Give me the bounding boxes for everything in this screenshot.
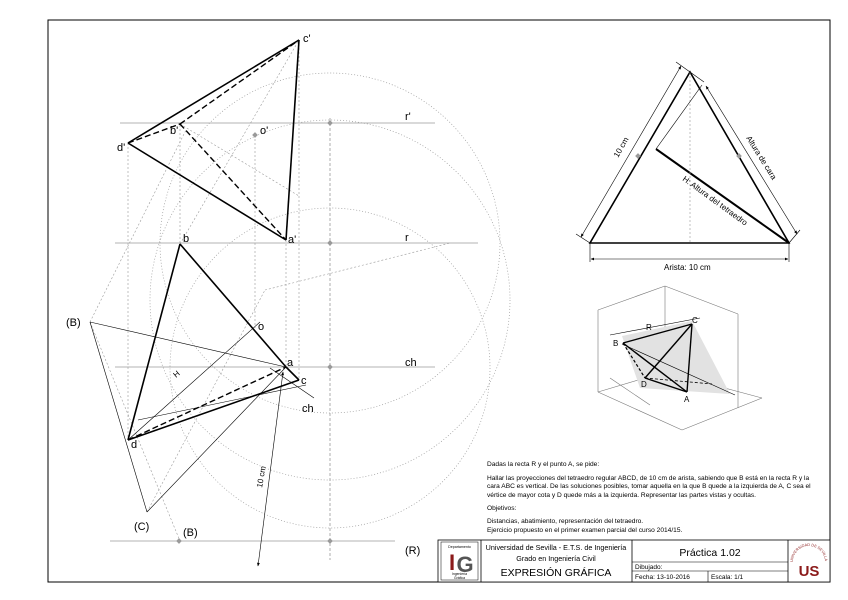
label-o-prime: o' — [260, 125, 268, 137]
label-a: a — [287, 357, 294, 369]
department-logo: Departamento I G Ingeniería Gráfica — [440, 541, 479, 581]
svg-text:I: I — [449, 550, 455, 575]
iso-label-B: B — [613, 339, 618, 348]
label-edge-10cm: 10 cm — [612, 135, 631, 159]
hidden-edge-b-c-prime — [179, 39, 300, 125]
edge-a-c — [285, 366, 300, 381]
svg-text:G: G — [456, 552, 473, 577]
edge-d-c-prime — [127, 39, 300, 144]
statement-task: Hallar las proyecciones del tetraedro re… — [487, 474, 811, 499]
edge-b-d — [127, 243, 181, 441]
university-name: Universidad de Sevilla - E.T.S. de Ingen… — [486, 543, 627, 552]
iso-label-A: A — [684, 395, 690, 404]
edge-d-c — [127, 379, 300, 441]
label-ch-slanted: ch — [302, 403, 314, 415]
label-d: d — [131, 439, 137, 451]
face-height-detail: 10 cm Altura de cara H: Altura del tetra… — [575, 61, 801, 272]
abatement-edge — [89, 321, 148, 513]
practice-title: Práctica 1.02 — [679, 547, 740, 559]
label-d-prime: d' — [117, 142, 125, 154]
dimension-10cm — [256, 371, 285, 567]
label-ch: ch — [405, 357, 417, 369]
scale-label: Escala: 1/1 — [711, 574, 744, 581]
title-block: Departamento I G Ingeniería Gráfica Univ… — [437, 539, 831, 583]
abatement-edge — [89, 321, 287, 368]
iso-label-R: R — [646, 323, 652, 332]
label-o: o — [258, 321, 264, 333]
label-10cm: 10 cm — [255, 465, 268, 488]
label-a-prime: a' — [288, 234, 296, 246]
main-projection-drawing: c' b' o' d' a' r' r b o a c ch ch d (B) … — [66, 33, 511, 567]
abatement-edge — [146, 366, 287, 513]
label-c: c — [301, 375, 307, 387]
iso-label-C: C — [692, 316, 698, 325]
label-B-abatido-2: (B) — [183, 527, 198, 539]
isometric-view: B R C D A — [597, 285, 763, 431]
label-b-prime: b' — [170, 125, 178, 137]
us-letters: US — [799, 563, 820, 580]
dept-line1: Departamento — [448, 545, 471, 549]
objectives-title: Objetivos: — [487, 505, 517, 513]
label-r-prime: r' — [405, 111, 411, 123]
label-b: b — [183, 233, 189, 245]
label-B-abatido: (B) — [66, 317, 81, 329]
label-H: H — [172, 369, 182, 380]
dept-line2: Ingeniería — [452, 572, 467, 576]
hidden-edge-d-a — [127, 366, 287, 441]
hidden-edge-d-b-prime — [127, 123, 181, 144]
objectives-line2: Ejercicio propuesto en el primer examen … — [487, 526, 683, 534]
dept-line3: Gráfica — [454, 576, 465, 580]
construction-arc — [159, 72, 501, 414]
label-R: (R) — [405, 545, 420, 557]
hidden-edge-b-a-prime — [179, 123, 287, 241]
drawn-by-label: Dibujado: — [635, 564, 663, 571]
edge-a-d-prime — [127, 142, 287, 241]
edge-b-a — [179, 243, 287, 368]
problem-statement: Dadas la recta R y el punto A, se pide: … — [487, 461, 823, 535]
subject-name: EXPRESIÓN GRÁFICA — [501, 566, 612, 579]
iso-label-D: D — [641, 380, 647, 389]
edge-c-a-prime — [285, 39, 300, 241]
label-c-prime: c' — [303, 33, 311, 45]
objectives-line1: Distancias, abatimiento, representación … — [487, 517, 644, 525]
degree-name: Grado en Ingeniería Civil — [516, 554, 596, 563]
height-line — [127, 321, 261, 441]
label-tetra-height: H: Altura del tetraedro — [681, 174, 750, 227]
date-label: Fecha: 13-10-2016 — [635, 574, 690, 581]
label-C-abatido: (C) — [134, 521, 149, 533]
label-arista: Arista: 10 cm — [664, 263, 711, 272]
label-r: r — [405, 232, 409, 244]
statement-intro: Dadas la recta R y el punto A, se pide: — [487, 461, 600, 468]
